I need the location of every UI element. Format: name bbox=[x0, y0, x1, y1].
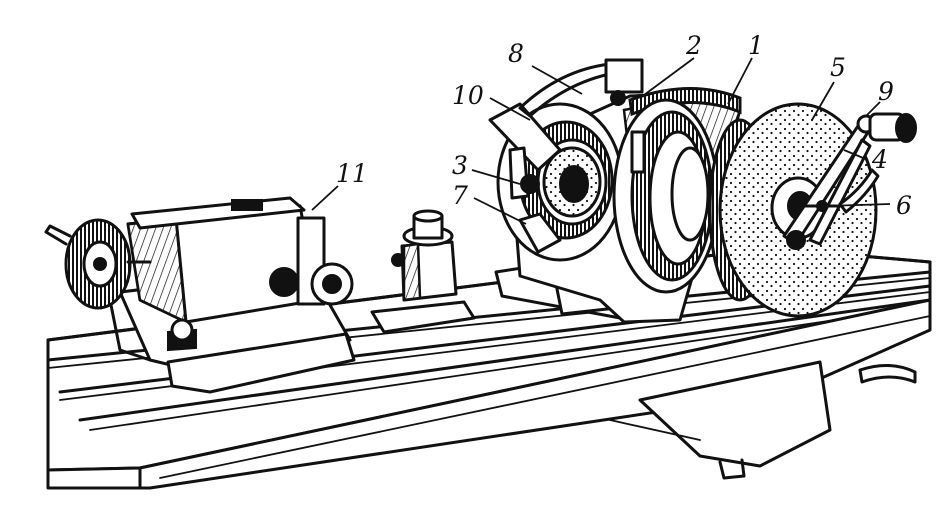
callout-5: 5 bbox=[830, 53, 846, 82]
callout-leaders bbox=[311, 57, 891, 225]
callout-4: 4 bbox=[871, 145, 888, 174]
index-plate bbox=[708, 102, 917, 318]
callout-10: 10 bbox=[452, 81, 484, 110]
callout-8: 8 bbox=[508, 39, 524, 68]
callout-2: 2 bbox=[685, 31, 702, 60]
callout-11: 11 bbox=[336, 159, 368, 188]
dividing-head bbox=[488, 58, 742, 324]
tailstock bbox=[44, 196, 356, 394]
center-support bbox=[370, 209, 476, 334]
callout-3: 3 bbox=[452, 151, 468, 180]
callout-7: 7 bbox=[452, 181, 468, 210]
callout-9: 9 bbox=[878, 77, 894, 106]
callout-1: 1 bbox=[748, 31, 764, 60]
callout-6: 6 bbox=[896, 191, 912, 220]
callout-labels: 1 2 3 4 5 6 7 8 9 10 11 bbox=[336, 31, 912, 220]
